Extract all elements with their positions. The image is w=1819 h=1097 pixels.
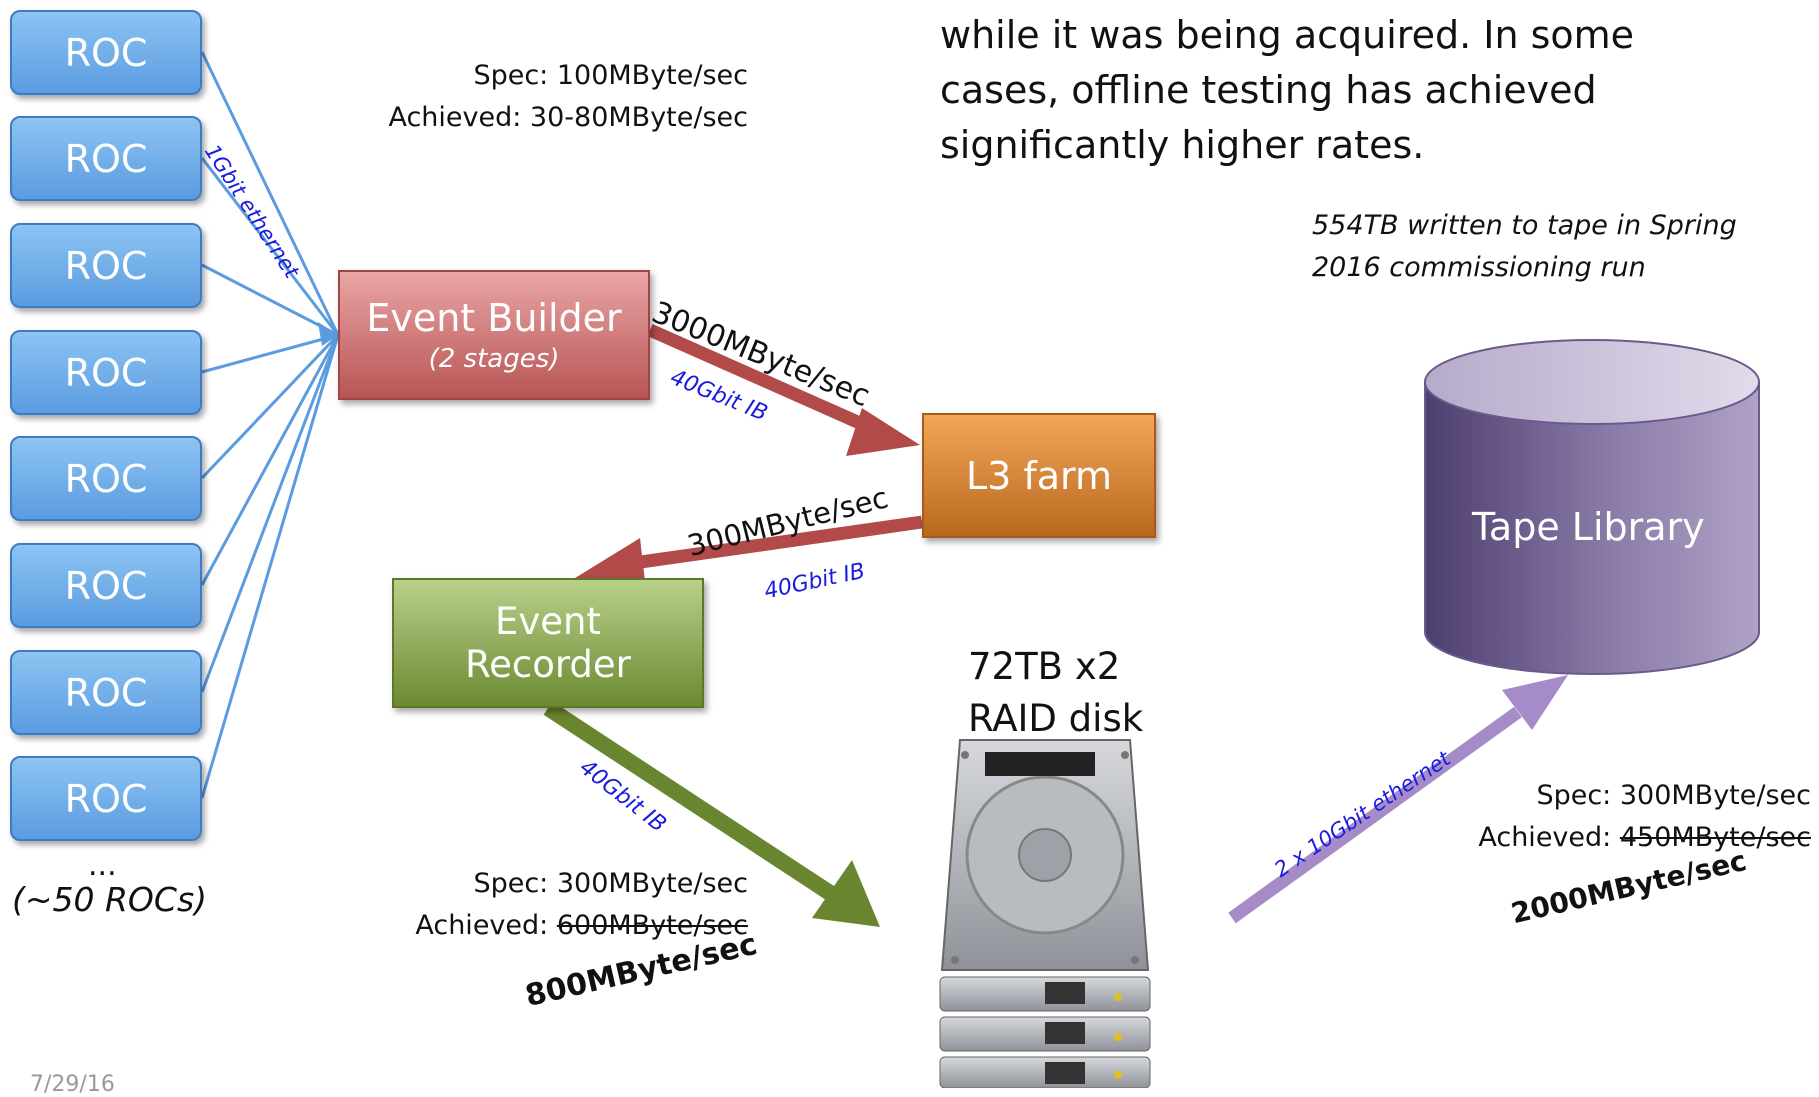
- roc-links: [200, 51, 340, 799]
- roc-box: ROC: [10, 650, 202, 735]
- roc-link-line: [200, 157, 340, 336]
- achieved-old-recorder: 600MByte/sec: [556, 910, 748, 941]
- footer-date: 7/29/16: [30, 1072, 115, 1097]
- roc-box: ROC: [10, 756, 202, 841]
- roc-more-ellipsis: ...: [88, 848, 117, 883]
- roc-count-note: (~50 ROCs): [12, 880, 208, 919]
- top-paragraph-line: cases, offline testing has achieved: [940, 68, 1597, 112]
- raid-to-tape-arrowhead: [1502, 675, 1568, 730]
- roc-label: ROC: [64, 670, 148, 715]
- roc-link-line: [200, 334, 340, 693]
- roc-link-line: [200, 334, 340, 799]
- roc-label: ROC: [64, 243, 148, 288]
- achieved-row-recorder: Achieved: 600MByte/sec: [415, 910, 748, 941]
- roc-label: ROC: [64, 456, 148, 501]
- event-recorder-line2: Recorder: [465, 643, 631, 686]
- raid-label-line2: RAID disk: [968, 697, 1144, 740]
- eb-to-l3-arrowhead: [846, 408, 920, 456]
- spec-label-tape: Spec: 300MByte/sec: [1536, 780, 1811, 811]
- roc-box: ROC: [10, 436, 202, 521]
- tape-note-line: 2016 commissioning run: [1312, 252, 1646, 283]
- roc-box: ROC: [10, 116, 202, 201]
- roc-link-line: [200, 334, 340, 586]
- top-paragraph-line: while it was being acquired. In some: [940, 13, 1635, 57]
- roc-label: ROC: [64, 563, 148, 608]
- eb-to-l3-arrow-shaft: [647, 324, 883, 438]
- roc-label: ROC: [64, 136, 148, 181]
- roc-link-line: [200, 51, 340, 336]
- tape-library-cylinder: [1424, 339, 1760, 675]
- event-recorder-box: Event Recorder: [392, 578, 704, 708]
- roc-box: ROC: [10, 330, 202, 415]
- spec-label-roc: Spec: 100MByte/sec: [473, 60, 748, 91]
- achieved-label-tape: Achieved:: [1478, 822, 1620, 853]
- er-to-raid-arrow-shaft: [543, 701, 835, 900]
- event-builder-title: Event Builder: [366, 296, 622, 340]
- achieved-label-roc: Achieved: 30-80MByte/sec: [388, 102, 748, 133]
- raid-disk-icon: [939, 739, 1151, 1088]
- roc-link-line: [200, 333, 340, 480]
- l3-to-er-arrowhead: [575, 538, 646, 590]
- roc-box: ROC: [10, 543, 202, 628]
- tape-library-label: Tape Library: [1472, 505, 1705, 549]
- spec-label-recorder: Spec: 300MByte/sec: [473, 868, 748, 899]
- er-to-raid-arrowhead: [812, 860, 880, 927]
- roc-label: ROC: [64, 350, 148, 395]
- roc-label: ROC: [64, 30, 148, 75]
- event-builder-subtitle: (2 stages): [428, 344, 560, 374]
- l3-farm-box: L3 farm: [922, 413, 1156, 538]
- raid-label-line1: 72TB x2: [968, 645, 1121, 688]
- l3-farm-title: L3 farm: [965, 453, 1113, 498]
- l3-to-er-arrow-shaft: [619, 515, 923, 572]
- tape-note: 554TB written to tape in Spring 2016 com…: [1312, 205, 1737, 289]
- event-builder-box: Event Builder (2 stages): [338, 270, 650, 400]
- achieved-old-tape: 450MByte/sec: [1619, 822, 1811, 853]
- achieved-label-recorder: Achieved:: [415, 910, 557, 941]
- tape-note-line: 554TB written to tape in Spring: [1312, 210, 1737, 241]
- roc-link-line: [201, 333, 339, 374]
- roc-link-line: [201, 263, 339, 337]
- roc-link-arrowhead: [318, 322, 338, 346]
- achieved-row-tape: Achieved: 450MByte/sec: [1478, 822, 1811, 853]
- roc-box: ROC: [10, 10, 202, 95]
- roc-label: ROC: [64, 776, 148, 821]
- top-paragraph: while it was being acquired. In some cas…: [940, 8, 1634, 173]
- roc-box: ROC: [10, 223, 202, 308]
- top-paragraph-line: significantly higher rates.: [940, 123, 1425, 167]
- raid-to-tape-arrow-shaft: [1228, 706, 1522, 924]
- event-recorder-line1: Event: [495, 600, 601, 643]
